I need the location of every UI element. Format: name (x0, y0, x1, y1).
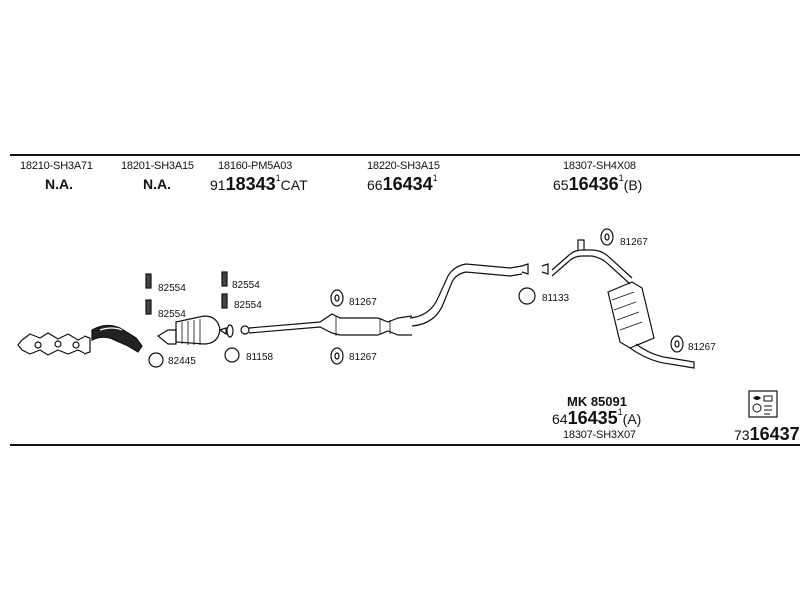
callout-81267: 81267 (688, 342, 716, 353)
part-prefix-4: 66 (367, 177, 383, 193)
kit-number: 7316437 (734, 424, 800, 445)
callout-82554: 82554 (232, 280, 260, 291)
top-rule (10, 154, 800, 156)
oe-number-4: 18220-SH3A15 (367, 160, 440, 172)
gasket-81158-drawing (224, 347, 240, 363)
part-main-5: 16436 (568, 174, 619, 194)
part-main-3: 18343 (225, 174, 276, 194)
part-main-bottom: 16435 (567, 408, 618, 428)
mk-number: MK 85091 (567, 394, 627, 409)
part-suffix-5: (B) (623, 177, 643, 193)
part-mark-5: 1 (618, 173, 624, 183)
hanger-rings-drawing (330, 228, 684, 365)
part-suffix-3: CAT (280, 177, 308, 193)
manifold-drawing (17, 332, 91, 356)
part-number-5: 65164361(B) (553, 173, 643, 195)
mounting-kit-icon (748, 390, 778, 418)
gasket-82445-drawing (148, 352, 164, 368)
callout-81158: 81158 (246, 352, 274, 363)
catalytic-converter-drawing (156, 315, 234, 345)
rear-muffler-drawing (541, 239, 695, 369)
oe-number-bottom: 18307-SH3X07 (563, 429, 636, 441)
front-flange-drawing (91, 324, 143, 353)
callout-81267: 81267 (620, 237, 648, 248)
callout-82445: 82445 (168, 356, 196, 367)
status-1: N.A. (45, 176, 73, 192)
stud-drawings-right (221, 271, 228, 309)
callout-81133: 81133 (542, 293, 570, 304)
callout-81267: 81267 (349, 297, 377, 308)
oe-number-3: 18160-PM5A03 (218, 160, 293, 172)
part-prefix-bottom: 64 (552, 411, 568, 427)
middle-pipe-drawing (240, 263, 529, 336)
part-number-bottom: 64164351(A) (552, 407, 642, 429)
oe-number-2: 18201-SH3A15 (121, 160, 194, 172)
part-number-3: 91183431CAT (210, 173, 308, 195)
part-mark-bottom: 1 (617, 407, 623, 417)
callout-81267: 81267 (349, 352, 377, 363)
oe-number-5: 18307-SH4X08 (563, 160, 636, 172)
part-mark-3: 1 (275, 173, 281, 183)
part-mark-4: 1 (432, 173, 438, 183)
oe-number-1: 18210-SH3A71 (20, 160, 93, 172)
kit-main: 16437 (749, 424, 800, 444)
kit-prefix: 73 (734, 427, 750, 443)
part-prefix-5: 65 (553, 177, 569, 193)
callout-82554: 82554 (158, 283, 186, 294)
callout-82554: 82554 (234, 300, 262, 311)
part-suffix-bottom: (A) (622, 411, 642, 427)
status-2: N.A. (143, 176, 171, 192)
callout-82554: 82554 (158, 309, 186, 320)
stud-drawings-left (145, 273, 152, 315)
part-prefix-3: 91 (210, 177, 226, 193)
part-main-4: 16434 (382, 174, 433, 194)
bottom-rule (10, 444, 800, 446)
part-number-4: 66164341 (367, 173, 438, 195)
